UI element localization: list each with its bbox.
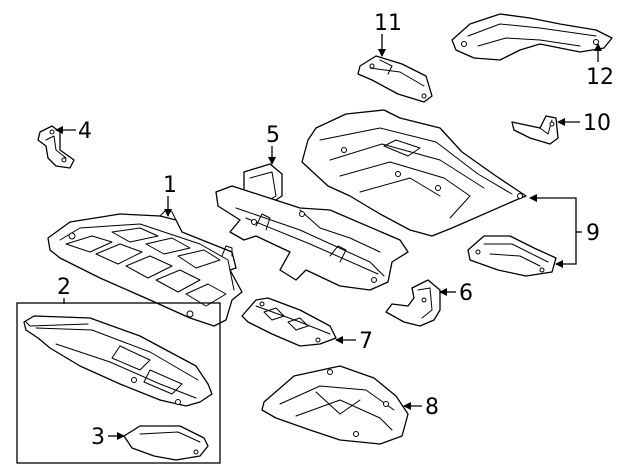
callout-7: 7 (359, 329, 373, 354)
inset-frame (16, 302, 221, 464)
callout-9: 9 (586, 221, 600, 246)
part-9-small-shield[interactable] (467, 235, 557, 277)
part-4-bracket[interactable] (37, 125, 75, 169)
callout-2: 2 (57, 275, 71, 300)
callout-numbers: 1 2 3 4 5 6 7 8 9 10 11 12 (57, 11, 614, 450)
part-9-rear-floor-shield[interactable] (301, 109, 527, 237)
part-2-rear-shield[interactable] (23, 315, 213, 407)
callout-10: 10 (583, 111, 611, 136)
part-5-crossmember[interactable] (215, 163, 409, 291)
callout-12: 12 (586, 65, 614, 90)
part-3-splash-shield[interactable] (123, 425, 209, 461)
part-1-front-shield[interactable] (47, 209, 243, 327)
callout-5: 5 (266, 123, 280, 148)
callout-3: 3 (91, 425, 105, 450)
callout-8: 8 (425, 395, 439, 420)
callout-6: 6 (459, 281, 473, 306)
part-7-lower-shield[interactable] (241, 297, 337, 347)
callout-lines (55, 34, 602, 440)
part-10-clip[interactable] (511, 115, 559, 145)
part-12-top-cover[interactable] (451, 13, 613, 61)
callout-4: 4 (78, 119, 92, 144)
part-6-bracket[interactable] (385, 279, 441, 327)
callout-11: 11 (374, 11, 402, 36)
part-11-bracket-plate[interactable] (357, 55, 433, 103)
callout-1: 1 (163, 173, 177, 198)
part-8-rear-lower-shield[interactable] (261, 365, 409, 445)
